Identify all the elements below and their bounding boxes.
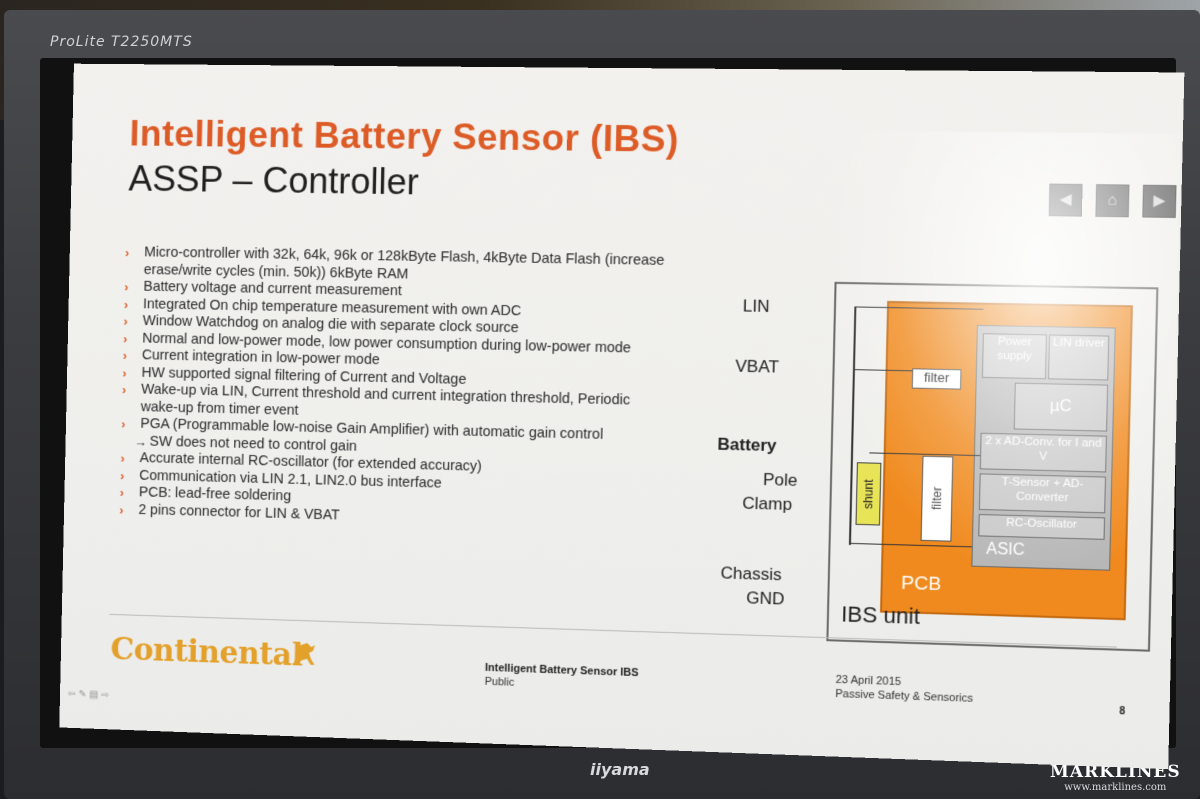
bullet-marker-icon: › <box>123 313 128 329</box>
bullet-marker-icon: › <box>124 279 129 295</box>
battery-label: Battery <box>717 434 777 456</box>
monitor-model-label: ProLite T2250MTS <box>50 34 193 50</box>
asic-label: ASIC <box>985 540 1025 560</box>
bullet-marker-icon: › <box>119 502 124 517</box>
bullet-marker-icon: › <box>121 382 127 398</box>
bullet-marker-icon: › <box>123 330 128 346</box>
rc-oscillator-block: RC-Oscillator <box>978 514 1106 540</box>
watermark-url: www.marklines.com <box>1064 782 1167 793</box>
vbat-label: VBAT <box>735 356 780 377</box>
slide-subtitle: ASSP – Controller <box>128 158 420 203</box>
footer-classification: Public <box>484 675 515 689</box>
power-supply-block: Power supply <box>981 333 1047 380</box>
ibs-unit-label: IBS unit <box>840 601 921 630</box>
lin-label: LIN <box>742 296 770 316</box>
ad-converter-block: 2 x AD-Conv. for I and V <box>979 432 1107 473</box>
gnd-label: GND <box>746 588 785 609</box>
bullet-marker-icon: › <box>119 467 125 483</box>
chassis-label: Chassis <box>720 563 782 585</box>
footer-department: Passive Safety & Sensorics <box>835 687 974 705</box>
nav-home-button[interactable]: ⌂ <box>1095 184 1130 218</box>
clamp-label: Clamp <box>742 493 793 515</box>
arrow-right-icon: → <box>134 433 147 449</box>
shunt-block: shunt <box>855 462 882 526</box>
continental-logo: Continental <box>110 631 303 674</box>
slideshow-toolbar[interactable]: ⇦✎▤⇨ <box>67 688 113 702</box>
bullet-marker-icon: › <box>122 348 128 363</box>
feature-list: ›Micro-controller with 32k, 64k, 96k or … <box>119 244 673 533</box>
presentation-slide: Intelligent Battery Sensor (IBS) ASSP – … <box>59 63 1185 770</box>
nav-prev-button[interactable]: ◀ <box>1048 183 1083 217</box>
horse-icon <box>293 642 316 665</box>
arrow-right-icon: ▶ <box>1153 192 1166 210</box>
arrow-left-icon: ◀ <box>1059 190 1072 209</box>
home-icon: ⌂ <box>1107 191 1118 209</box>
slide-title: Intelligent Battery Sensor (IBS) <box>129 113 680 160</box>
temp-sensor-block: T-Sensor + AD-Converter <box>978 473 1107 514</box>
ibs-block-diagram: Power supply LIN driver µC 2 x AD-Conv. … <box>717 270 1167 656</box>
bullet-marker-icon: › <box>121 416 126 432</box>
pcb-label: PCB <box>900 572 942 596</box>
filter-vertical-block: filter <box>920 455 954 542</box>
nav-next-button[interactable]: ▶ <box>1142 184 1177 218</box>
bullet-marker-icon: › <box>119 485 125 500</box>
microcontroller-block: µC <box>1013 382 1109 432</box>
monitor-maker-logo: iiyama <box>590 760 650 779</box>
bullet-marker-icon: › <box>120 450 125 466</box>
pole-label: Pole <box>762 469 798 490</box>
bullet-marker-icon: › <box>124 245 130 261</box>
bullet-marker-icon: › <box>123 296 129 312</box>
page-number: 8 <box>1119 705 1126 718</box>
filter-top-block: filter <box>911 368 962 390</box>
bullet-marker-icon: › <box>122 365 127 380</box>
footer-date: 23 April 2015 <box>835 673 902 689</box>
lin-driver-block: LIN driver <box>1047 334 1110 381</box>
